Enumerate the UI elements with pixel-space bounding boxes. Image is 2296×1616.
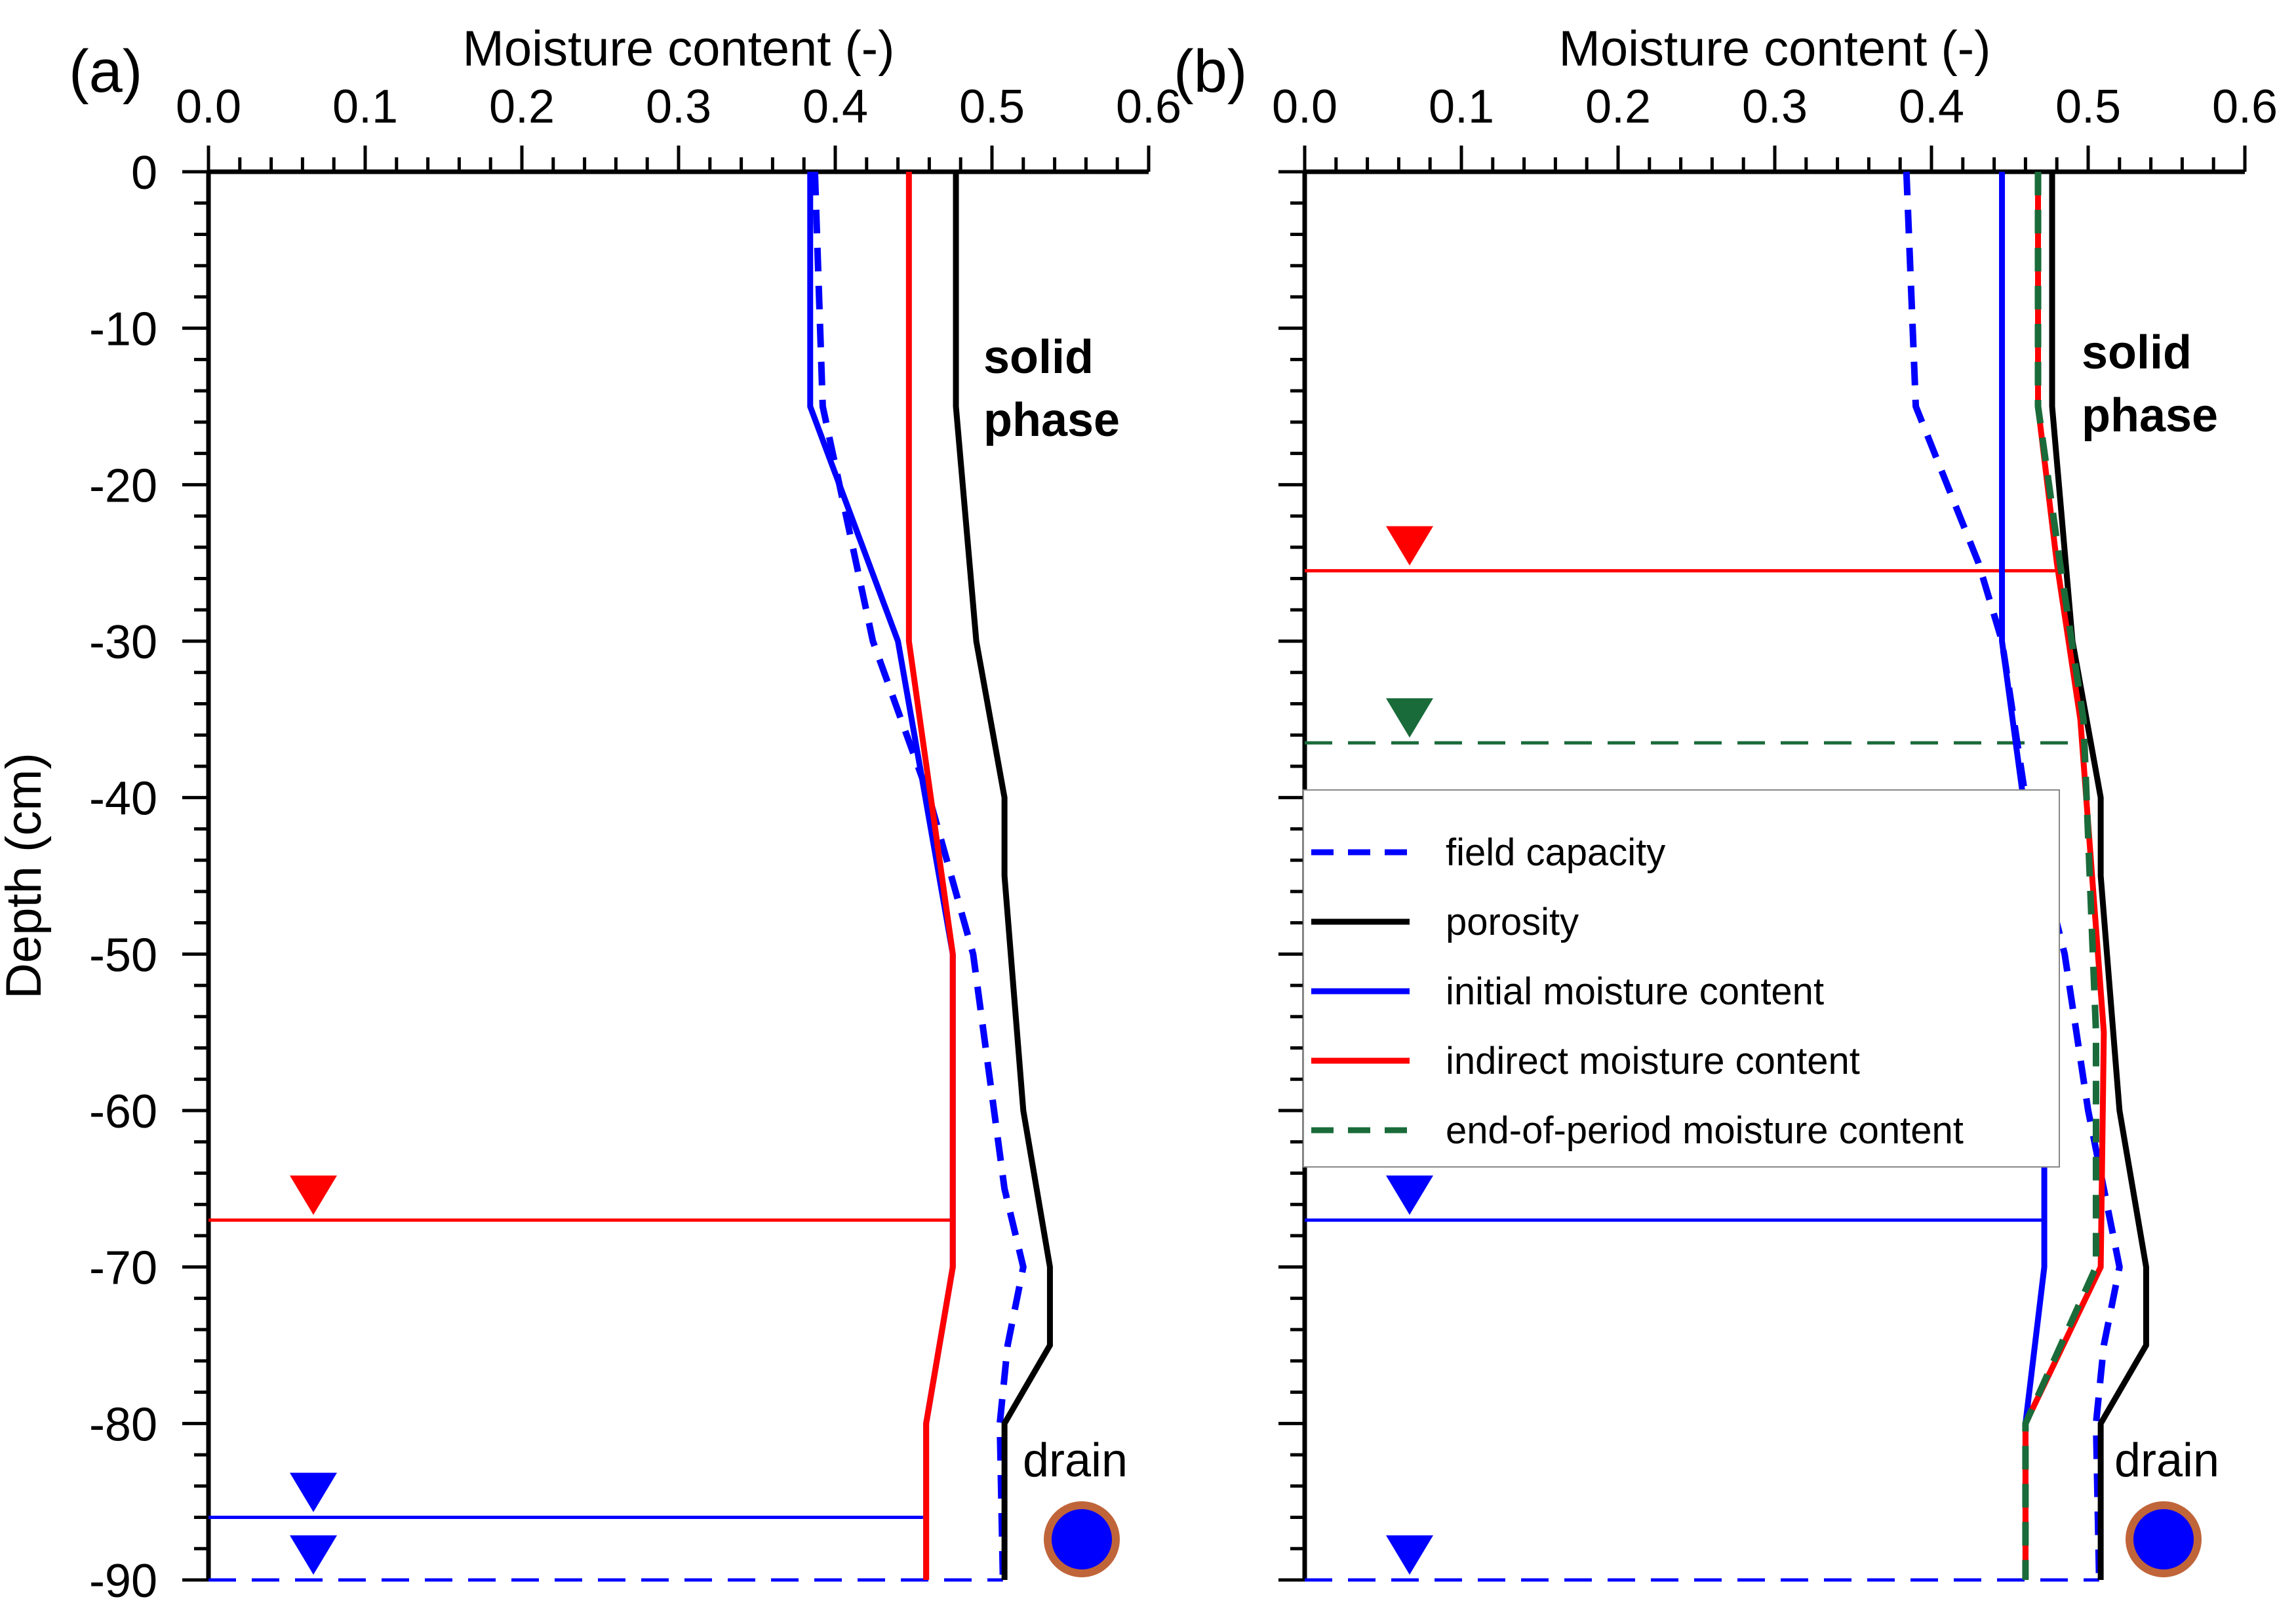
y-tick-label: -90 [89,1555,157,1607]
x-tick-label: 0.5 [2055,81,2121,133]
legend-box [1303,789,2060,1168]
x-tick-label: 0.2 [1585,81,1651,133]
water-level-marker [290,1175,337,1215]
water-level-marker [1386,1175,1433,1215]
x-tick-label: 0.4 [802,81,868,133]
x-tick-label: 0.1 [1429,81,1494,133]
panel-a: (a) 0.0 0.1 0.2 0.3 0.4 0.5 0.6 0 -10 -20 -30 -40 -50… [0,21,1181,1607]
drain-label: drain [2114,1434,2219,1487]
y-tick-label: -60 [89,1086,157,1138]
legend-item-label: field capacity [1446,831,1665,874]
legend: field capacity porosity initial moisture c… [1303,789,2060,1168]
y-tick-label: -20 [89,460,157,512]
x-tick-label: 0.4 [1899,81,1964,133]
water-level-marker [290,1535,337,1575]
series-line-porosity [2049,172,2149,1580]
panel-b: (b) 0.0 0.1 0.2 0.3 0.4 0.5 0.6 Moisture content… [1174,21,2278,1582]
water-level-marker [1386,1535,1433,1575]
x-tick-label: 0.2 [489,81,555,133]
panel-label: (a) [69,38,142,105]
legend-item-label: initial moisture content [1446,970,1824,1013]
water-level-marker [1386,698,1433,738]
solid-phase-label: solid [983,331,1094,384]
y-tick-label: -30 [89,616,157,669]
y-tick-label: -50 [89,929,157,981]
x-tick-label: 0.5 [959,81,1025,133]
x-tick-label: 0.6 [1116,81,1181,133]
y-tick-label: -80 [89,1398,157,1451]
solid-phase-label: solid [2082,326,2192,379]
water-level-marker [290,1472,337,1512]
solid-phase-label: phase [2082,389,2218,442]
x-axis-title: Moisture content (-) [1559,21,1991,77]
series-line-field-capacity [811,171,1027,1581]
drain-label: drain [1023,1434,1128,1487]
series-line-indirect-moisture [905,172,956,1580]
y-tick-label: 0 [131,147,157,199]
x-tick-label: 0.0 [176,81,241,133]
series-line-porosity [953,172,1053,1580]
drain-icon [1044,1501,1120,1577]
x-tick-label: 0.6 [2212,81,2278,133]
x-tick-label: 0.3 [1742,81,1808,133]
x-tick-label: 0.1 [332,81,398,133]
series-line-end-of-period [2022,172,2099,1580]
legend-item-label: end-of-period moisture content [1446,1109,1964,1152]
x-tick-label: 0.3 [646,81,711,133]
water-level-marker [1386,526,1433,566]
series-line-field-capacity [1903,171,2123,1581]
y-tick-label: -70 [89,1242,157,1295]
x-axis-title: Moisture content (-) [463,21,895,77]
drain-icon [2126,1501,2202,1577]
y-tick-label: -10 [89,304,157,356]
y-axis-title: Depth (cm) [0,753,52,999]
legend-item-label: indirect moisture content [1446,1040,1860,1082]
series-line-initial-moisture [807,172,956,1580]
x-tick-label: 0.0 [1272,81,1337,133]
panel-label: (b) [1174,38,1247,105]
legend-item-label: porosity [1446,901,1579,943]
solid-phase-label: phase [983,394,1120,446]
y-tick-label: -40 [89,773,157,825]
